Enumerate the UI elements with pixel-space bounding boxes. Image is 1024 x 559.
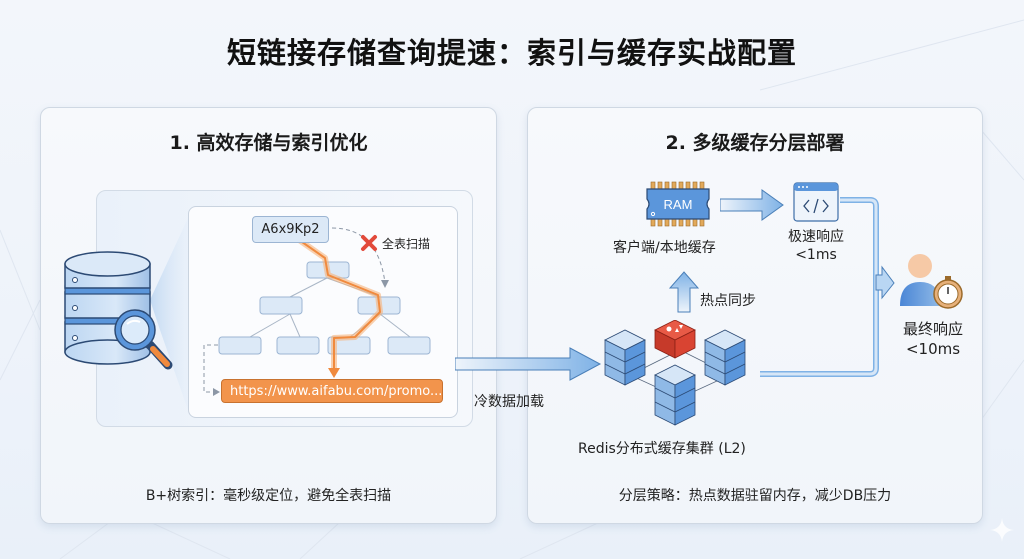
sparkle-icon — [990, 518, 1014, 542]
magnifier-icon — [114, 309, 173, 370]
x-mark-icon — [361, 235, 377, 251]
server-stack-icon — [704, 329, 746, 386]
panel-footer: 分层策略：热点数据驻留内存，减少DB压力 — [618, 488, 892, 504]
user-stopwatch-icon — [900, 254, 963, 309]
redis-cluster-diagram — [604, 320, 746, 426]
tree-node — [276, 336, 320, 355]
redis-cluster-label: Redis分布式缓存集群 (L2) — [578, 441, 746, 457]
code-window-icon — [793, 182, 839, 222]
panel-title: 1. 高效存储与索引优化 — [169, 132, 368, 154]
panel-multilevel-cache: 2. 多级缓存分层部署 分层策略：热点数据驻留内存，减少DB压力 — [527, 107, 983, 524]
server-stack-icon — [604, 329, 646, 386]
final-response-time: <10ms — [905, 340, 961, 358]
arrow-right — [720, 189, 784, 221]
tree-node — [259, 296, 303, 315]
panel-title: 2. 多级缓存分层部署 — [665, 132, 845, 154]
page-title: 短链接存储查询提速：索引与缓存实战配置 — [226, 36, 797, 70]
fast-response-label: 极速响应 — [788, 229, 844, 245]
redis-icon — [654, 320, 696, 359]
ram-label: RAM — [664, 197, 693, 212]
cold-load-arrow — [455, 347, 602, 381]
panel-footer: B+树索引：毫秒级定位，避免全表扫描 — [145, 488, 392, 504]
full-scan-label: 全表扫描 — [382, 237, 431, 251]
fast-response-time: <1ms — [795, 247, 837, 263]
long-url-box: https://www.aifabu.com/promo... — [221, 379, 443, 403]
short-key-box: A6x9Kp2 — [252, 216, 329, 243]
local-cache-label: 客户端/本地缓存 — [613, 240, 716, 256]
ram-chip-icon: RAM — [646, 181, 710, 227]
cold-load-label: 冷数据加载 — [474, 394, 544, 410]
hot-sync-label: 热点同步 — [700, 293, 756, 309]
tree-node — [387, 336, 431, 355]
server-stack-icon — [654, 364, 696, 426]
tree-node — [218, 336, 262, 355]
final-response-label: 最终响应 — [902, 320, 963, 338]
